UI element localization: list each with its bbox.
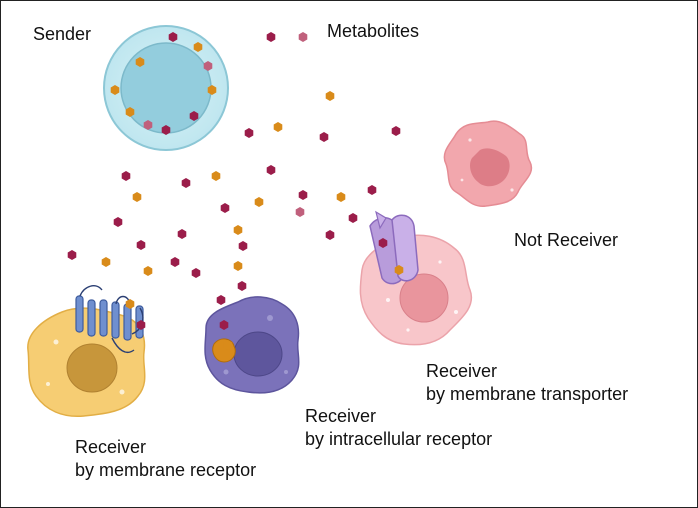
metabolite-hexagon bbox=[216, 295, 226, 305]
metabolite-hexagon bbox=[161, 125, 171, 135]
metabolite-hexagon bbox=[211, 171, 221, 181]
metabolite-hexagon bbox=[266, 32, 276, 42]
metabolite-hexagon bbox=[135, 57, 145, 67]
transporter-receiver-cell bbox=[359, 210, 473, 346]
metabolite-hexagon bbox=[233, 225, 243, 235]
transporter-label-line1: Receiver bbox=[426, 361, 498, 381]
metabolite-hexagon bbox=[132, 192, 142, 202]
metabolite-hexagon bbox=[143, 266, 153, 276]
intracellular-label-line1: Receiver bbox=[305, 406, 377, 426]
metabolite-hexagon bbox=[67, 250, 77, 260]
metabolite-hexagon bbox=[136, 320, 146, 330]
metabolite-hexagon bbox=[266, 165, 276, 175]
transporter-label-line2: by membrane transporter bbox=[426, 384, 629, 404]
metabolites-label: Metabolites bbox=[327, 21, 420, 41]
metabolite-hexagon bbox=[125, 299, 135, 309]
intracellular-label-line2: by intracellular receptor bbox=[305, 429, 493, 449]
metabolite-hexagon bbox=[207, 85, 217, 95]
metabolite-hexagon bbox=[348, 213, 358, 223]
metabolite-particles bbox=[67, 32, 404, 350]
metabolite-hexagon bbox=[244, 128, 254, 138]
metabolite-hexagon bbox=[298, 32, 308, 42]
metabolite-hexagon bbox=[367, 185, 377, 195]
metabolite-hexagon bbox=[110, 85, 120, 95]
metabolite-hexagon bbox=[319, 132, 329, 142]
metabolite-hexagon bbox=[136, 240, 146, 250]
metabolite-hexagon bbox=[143, 120, 153, 130]
metabolite-hexagon bbox=[273, 122, 283, 132]
metabolite-hexagon bbox=[295, 207, 305, 217]
metabolite-hexagon bbox=[170, 257, 180, 267]
metabolite-hexagon bbox=[101, 257, 111, 267]
metabolite-hexagon bbox=[298, 190, 308, 200]
metabolite-hexagon bbox=[394, 265, 404, 275]
metabolite-hexagon bbox=[125, 107, 135, 117]
metabolite-hexagon bbox=[181, 178, 191, 188]
metabolite-hexagon bbox=[203, 61, 213, 71]
metabolite-hexagon bbox=[254, 197, 264, 207]
metabolite-hexagon bbox=[237, 281, 247, 291]
metabolite-hexagon bbox=[193, 42, 203, 52]
membrane-label-line2: by membrane receptor bbox=[75, 460, 257, 480]
metabolite-hexagon bbox=[191, 268, 201, 278]
metabolite-hexagon bbox=[233, 261, 243, 271]
membrane-receptor-receiver-cell bbox=[27, 285, 146, 418]
metabolite-hexagon bbox=[113, 217, 123, 227]
not-receiver-cell bbox=[443, 120, 533, 207]
metabolite-hexagon bbox=[238, 241, 248, 251]
sender-label: Sender bbox=[33, 24, 92, 44]
metabolite-hexagon bbox=[223, 340, 233, 350]
metabolite-hexagon bbox=[121, 171, 131, 181]
metabolite-hexagon bbox=[219, 320, 229, 330]
metabolite-hexagon bbox=[168, 32, 178, 42]
metabolite-hexagon bbox=[325, 230, 335, 240]
metabolite-hexagon bbox=[177, 229, 187, 239]
not-receiver-label: Not Receiver bbox=[514, 230, 619, 250]
metabolite-hexagon bbox=[378, 238, 388, 248]
metabolite-hexagon bbox=[220, 203, 230, 213]
metabolite-hexagon bbox=[189, 111, 199, 121]
metabolite-hexagon bbox=[325, 91, 335, 101]
membrane-label-line1: Receiver bbox=[75, 437, 147, 457]
intracellular-receiver-cell bbox=[204, 296, 300, 394]
metabolite-hexagon bbox=[336, 192, 346, 202]
metabolite-hexagon bbox=[391, 126, 401, 136]
